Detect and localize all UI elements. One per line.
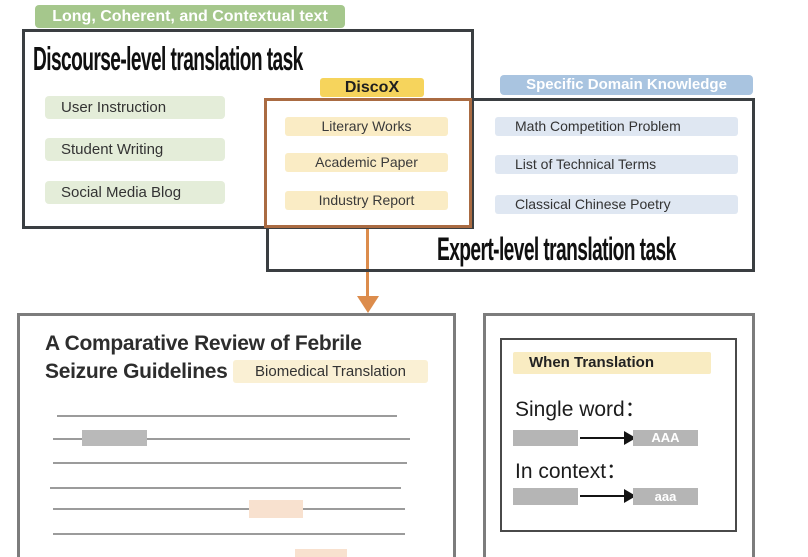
- doc-text-line: [53, 438, 410, 440]
- context-text-banner: Long, Coherent, and Contextual text: [35, 5, 345, 28]
- biomedical-translation-tag: Biomedical Translation: [233, 360, 428, 383]
- in-context-label: In context：: [515, 460, 628, 483]
- domain-item-technical-terms: List of Technical Terms: [495, 155, 738, 174]
- single-word-label: Single word：: [515, 398, 646, 421]
- domain-knowledge-header: Specific Domain Knowledge: [500, 75, 753, 95]
- discox-header: DiscoX: [320, 78, 424, 97]
- single-word-result: AAA: [633, 430, 698, 446]
- discox-overlap-box: [264, 98, 472, 228]
- paper-title-line1: A Comparative Review of Febrile: [45, 332, 362, 355]
- discourse-task-title: Discourse-level translation task: [33, 40, 303, 77]
- discox-item-industry-report: Industry Report: [285, 191, 448, 210]
- doc-text-line: [53, 462, 407, 464]
- discox-item-literary-works: Literary Works: [285, 117, 448, 136]
- doc-text-line: [57, 415, 397, 417]
- discourse-item-student-writing: Student Writing: [45, 138, 225, 161]
- mapping-arrow-icon: [580, 495, 626, 497]
- discourse-item-user-instruction: User Instruction: [45, 96, 225, 119]
- when-translation-header: When Translation: [513, 352, 711, 374]
- doc-highlight-peach: [249, 500, 303, 518]
- doc-text-line: [50, 487, 401, 489]
- discox-item-academic-paper: Academic Paper: [285, 153, 448, 172]
- source-word-placeholder: [513, 430, 578, 446]
- paper-title-line2: Seizure Guidelines: [45, 360, 228, 383]
- doc-text-line: [53, 508, 405, 510]
- doc-highlight-gray: [82, 430, 147, 446]
- domain-item-chinese-poetry: Classical Chinese Poetry: [495, 195, 738, 214]
- flow-arrow-head-icon: [357, 296, 379, 313]
- discourse-item-social-media-blog: Social Media Blog: [45, 181, 225, 204]
- mapping-arrow-icon: [580, 437, 626, 439]
- doc-text-line: [53, 533, 405, 535]
- domain-item-math-competition: Math Competition Problem: [495, 117, 738, 136]
- source-context-placeholder: [513, 488, 578, 505]
- doc-highlight-peach: [295, 549, 347, 557]
- expert-task-title: Expert-level translation task: [437, 231, 676, 267]
- in-context-result: aaa: [633, 488, 698, 505]
- flow-arrow-icon: [366, 228, 369, 298]
